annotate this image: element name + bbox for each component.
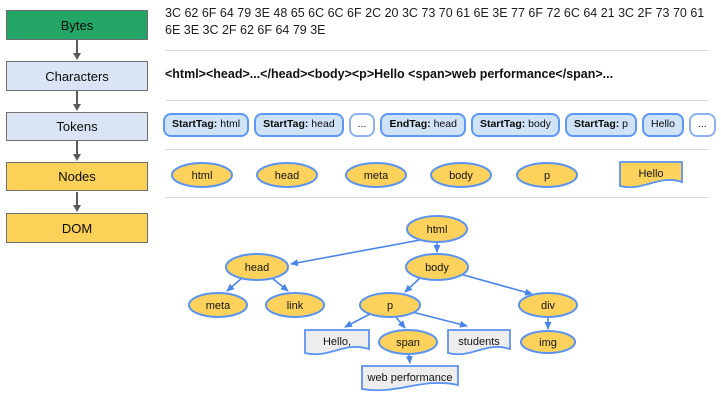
stage-nodes: Nodes	[6, 162, 148, 191]
stage-tokens: Tokens	[6, 112, 148, 141]
tree-node-head	[225, 253, 289, 281]
node-ellipse-html	[171, 162, 233, 188]
tree-node-body	[405, 253, 469, 281]
node-ellipse-body	[430, 162, 492, 188]
text-node-shape-hello	[619, 161, 683, 189]
tree-text-node-label: Hello,	[323, 336, 351, 348]
edge-p-hello	[344, 313, 371, 328]
token-kind: StartTag:	[172, 118, 218, 130]
down-arrow-icon	[72, 141, 81, 161]
row-divider	[166, 149, 709, 150]
node-label: p	[544, 170, 550, 182]
tree-text-node-label: students	[458, 336, 500, 348]
token-kind: StartTag:	[263, 118, 309, 130]
edge-p-students	[411, 311, 468, 328]
stage-characters: Characters	[6, 61, 148, 91]
stage-dom-label: DOM	[61, 220, 93, 236]
row-divider	[166, 197, 709, 198]
token-value: html	[217, 118, 241, 130]
tree-node-label: meta	[206, 300, 231, 312]
tree-node-p	[359, 292, 421, 318]
tree-node-label: head	[245, 262, 269, 274]
node-label: head	[275, 170, 299, 182]
row-divider	[166, 50, 709, 51]
token-chip-ellipsis: ...	[688, 113, 716, 137]
token-value: body	[525, 118, 551, 130]
token-chip-starttag-head: StartTag: head	[254, 113, 344, 137]
edge-head-meta	[226, 277, 243, 292]
tree-node-label: body	[425, 262, 449, 274]
edge-body-p	[404, 277, 421, 293]
tree-node-label: img	[539, 337, 557, 349]
down-arrow-icon	[72, 192, 81, 212]
tree-node-html	[406, 215, 468, 243]
tree-node-label: span	[396, 337, 420, 349]
token-chip-starttag-p: StartTag: p	[564, 113, 638, 137]
tree-node-label: div	[541, 300, 556, 312]
dom-tree: html head body meta link p div span img …	[188, 215, 578, 392]
text-node-label: Hello	[638, 168, 663, 180]
node-ellipse-meta	[345, 162, 407, 188]
nodes-row: html head meta body p Hello	[171, 161, 683, 189]
tree-node-span	[378, 329, 438, 355]
edge-p-span	[394, 315, 406, 329]
tree-node-img	[520, 330, 576, 354]
tree-text-node-hello	[304, 329, 370, 356]
token-chip-starttag-body: StartTag: body	[470, 113, 560, 137]
token-value: head	[430, 118, 457, 130]
row-divider	[166, 100, 709, 101]
token-value: p	[619, 118, 629, 130]
edge-head-link	[271, 277, 289, 292]
token-value: head	[308, 118, 335, 130]
token-chip-ellipsis: ...	[348, 113, 376, 137]
tree-node-link	[265, 292, 325, 318]
down-arrow-icon	[72, 40, 81, 60]
tree-node-label: html	[427, 224, 448, 236]
token-kind: StartTag:	[479, 118, 526, 130]
stage-bytes-label: Bytes	[60, 17, 94, 33]
node-label: meta	[364, 170, 389, 182]
token-value: ...	[697, 118, 707, 130]
tree-text-node-label: web performance	[367, 372, 453, 384]
stage-nodes-label: Nodes	[58, 169, 96, 184]
token-kind: StartTag:	[573, 118, 620, 130]
stage-bytes: Bytes	[6, 10, 148, 40]
stage-tokens-label: Tokens	[56, 119, 98, 134]
tree-text-node-web-performance	[361, 365, 459, 392]
edge-html-head	[290, 239, 421, 267]
node-label: html	[192, 170, 213, 182]
tree-node-div	[518, 292, 578, 318]
tree-node-label: p	[387, 300, 393, 312]
tokens-row: StartTag: html StartTag: head ... EndTag…	[163, 113, 716, 137]
down-arrow-icon	[72, 91, 81, 111]
token-kind: EndTag:	[389, 118, 431, 130]
tree-node-label: link	[287, 300, 304, 312]
node-label: body	[449, 170, 473, 182]
token-chip-endtag-head: EndTag: head	[380, 113, 466, 137]
edge-body-div	[459, 273, 533, 296]
token-chip-hello: Hello	[642, 113, 684, 137]
bytes-hex-string: 3C 62 6F 64 79 3E 48 65 6C 6C 6F 2C 20 3…	[165, 6, 705, 37]
stage-dom: DOM	[6, 213, 148, 243]
tree-text-node-students	[447, 329, 511, 356]
token-value: Hello	[651, 118, 675, 130]
node-ellipse-head	[256, 162, 318, 188]
characters-string: <html><head>...</head><body><p>Hello <sp…	[165, 67, 614, 81]
node-ellipse-p	[516, 162, 578, 188]
stage-characters-label: Characters	[45, 68, 109, 84]
token-value: ...	[357, 118, 367, 130]
token-chip-starttag-html: StartTag: html	[163, 113, 250, 137]
edge-span-webperformance	[405, 353, 413, 364]
tree-node-meta	[188, 292, 248, 318]
